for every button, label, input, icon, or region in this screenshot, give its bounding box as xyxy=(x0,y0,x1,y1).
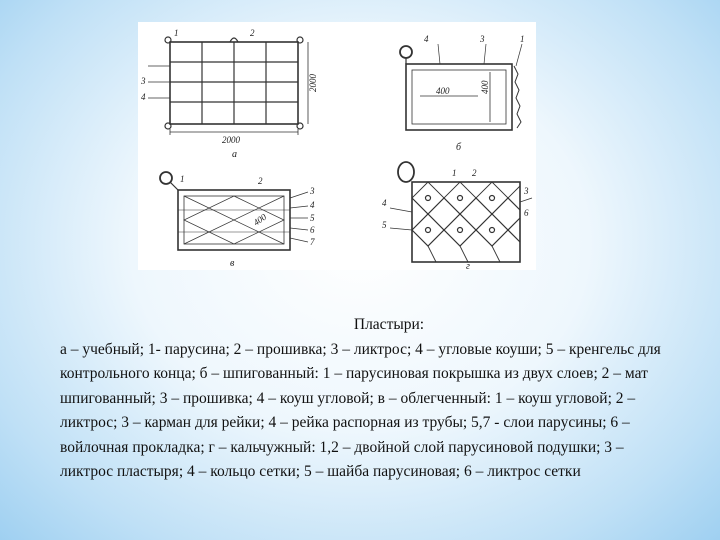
panel-g-callout-6: 6 xyxy=(524,208,529,218)
caption-body: а – учебный; 1- парусина; 2 – прошивка; … xyxy=(60,340,661,481)
panel-a xyxy=(148,36,309,135)
caption-title: Пластыри: xyxy=(353,316,425,333)
panel-g-frame xyxy=(411,181,521,263)
panel-a-height-dim: 2000 xyxy=(308,74,318,93)
panel-v-callout-6: 6 xyxy=(310,225,315,235)
panel-a-corner-thimble xyxy=(164,36,172,44)
panel-g xyxy=(389,161,533,263)
panel-b-callout-1: 1 xyxy=(520,34,525,44)
panel-b-thrum-edge xyxy=(513,65,522,129)
panel-b-callout-3: 3 xyxy=(479,34,485,44)
figure-caption: Пластыри: а – учебный; 1- парусина; 2 – … xyxy=(60,313,680,485)
panel-a-width-dim: 2000 xyxy=(222,135,241,145)
panel-v-corner-thimble xyxy=(159,171,173,185)
panel-v-callout-4: 4 xyxy=(310,200,315,210)
panel-b-callout-4: 4 xyxy=(424,34,429,44)
panel-v-callout-5: 5 xyxy=(310,213,315,223)
panel-g-callout-1: 1 xyxy=(452,168,457,178)
panel-v-diagonals xyxy=(183,195,285,245)
panel-b-corner-thimble xyxy=(399,45,413,59)
panel-b-inner xyxy=(411,69,507,125)
figure-drawing: 1 2 3 4 2000 2000 а 4 3 1 400 400 б 1 2 … xyxy=(140,28,533,270)
panel-a-cringle xyxy=(229,37,239,43)
collision-mat-figure: 1 2 3 4 2000 2000 а 4 3 1 400 400 б 1 2 … xyxy=(138,22,536,270)
panel-v-callout-3: 3 xyxy=(309,186,315,196)
panel-a-letter: а xyxy=(232,149,237,160)
panel-v-inner-dim: 400 xyxy=(251,211,268,227)
panel-a-callout-1: 1 xyxy=(174,28,179,38)
panel-g-callout-3: 3 xyxy=(523,186,529,196)
panel-g-letter: г xyxy=(466,261,470,270)
panel-v-frame xyxy=(177,189,291,251)
panel-g-callout-5: 5 xyxy=(382,220,387,230)
panel-v xyxy=(159,171,309,251)
panel-v-callout-7: 7 xyxy=(310,237,315,247)
panel-a-callout-2: 2 xyxy=(250,28,255,38)
panel-g-net xyxy=(411,181,521,199)
panel-b-inner-dim: 400 xyxy=(480,80,490,94)
panel-g-corner-ring xyxy=(397,161,415,183)
panel-g-washer xyxy=(424,194,432,202)
panel-v-letter: в xyxy=(230,258,235,269)
panel-b-frame xyxy=(405,63,513,131)
panel-g-callout-4: 4 xyxy=(382,198,387,208)
panel-a-callout-3: 3 xyxy=(140,76,146,86)
panel-b-width-dim: 400 xyxy=(436,86,450,96)
panel-v-callout-2: 2 xyxy=(258,176,263,186)
panel-g-callout-2: 2 xyxy=(472,168,477,178)
panel-b xyxy=(399,43,523,131)
panel-a-callout-4: 4 xyxy=(141,92,146,102)
panel-b-letter: б xyxy=(456,142,462,153)
panel-v-callout-1: 1 xyxy=(180,174,185,184)
